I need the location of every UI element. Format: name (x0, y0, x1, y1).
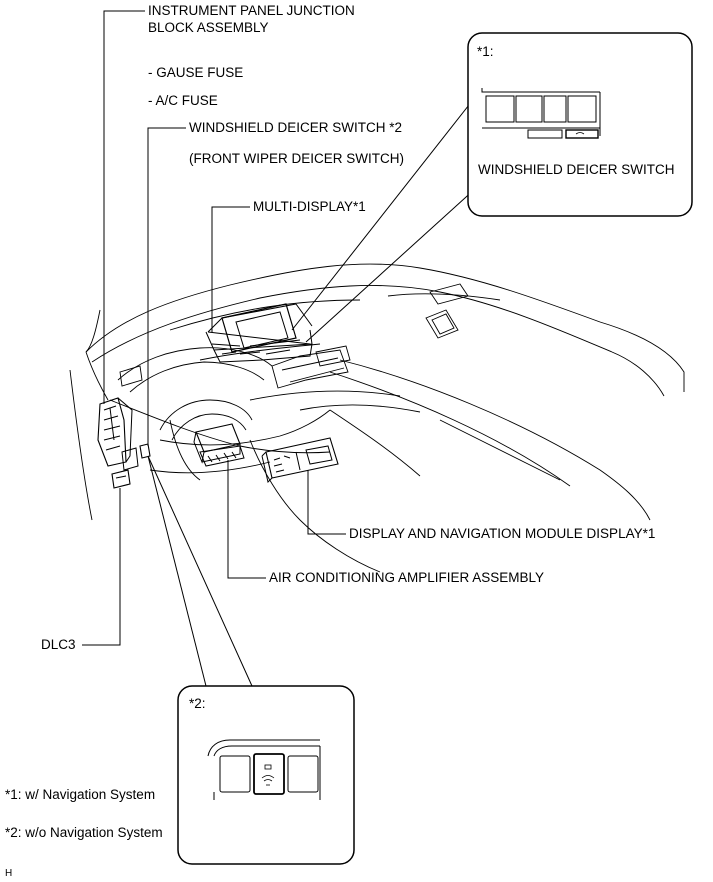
dashboard-outline (69, 263, 685, 573)
navigation-module (261, 437, 339, 483)
inset-1-panel (481, 88, 601, 139)
label-front-wiper-deicer-switch: (FRONT WIPER DEICER SWITCH) (189, 151, 404, 166)
note-navigation: *1: w/ Navigation System (5, 787, 156, 802)
label-ac-amplifier: AIR CONDITIONING AMPLIFIER ASSEMBLY (269, 570, 545, 585)
label-ipjb-line1: INSTRUMENT PANEL JUNCTION (148, 3, 355, 18)
leader-lines (82, 10, 581, 687)
inset-2-box (177, 685, 355, 865)
label-gause-fuse: - GAUSE FUSE (148, 65, 244, 80)
label-multi-display: MULTI-DISPLAY*1 (253, 199, 366, 214)
note-no-navigation: *2: w/o Navigation System (5, 825, 163, 840)
ac-amplifier (193, 423, 245, 467)
inset-2-panel (207, 739, 321, 800)
inset-1-switch-label: WINDSHIELD DEICER SWITCH (478, 162, 675, 177)
corner-mark: H (5, 868, 13, 879)
label-windshield-deicer-switch-2: WINDSHIELD DEICER SWITCH *2 (189, 120, 403, 135)
label-dlc3: DLC3 (41, 637, 76, 652)
label-display-nav-module: DISPLAY AND NAVIGATION MODULE DISPLAY*1 (349, 526, 656, 541)
inset-2-tag: *2: (189, 696, 206, 711)
inset-1-tag: *1: (477, 44, 494, 59)
label-ipjb-line2: BLOCK ASSEMBLY (148, 20, 269, 35)
junction-block (97, 397, 151, 489)
label-ac-fuse: - A/C FUSE (148, 93, 218, 108)
multi-display-unit (205, 303, 313, 363)
inset-1-box (467, 32, 693, 217)
